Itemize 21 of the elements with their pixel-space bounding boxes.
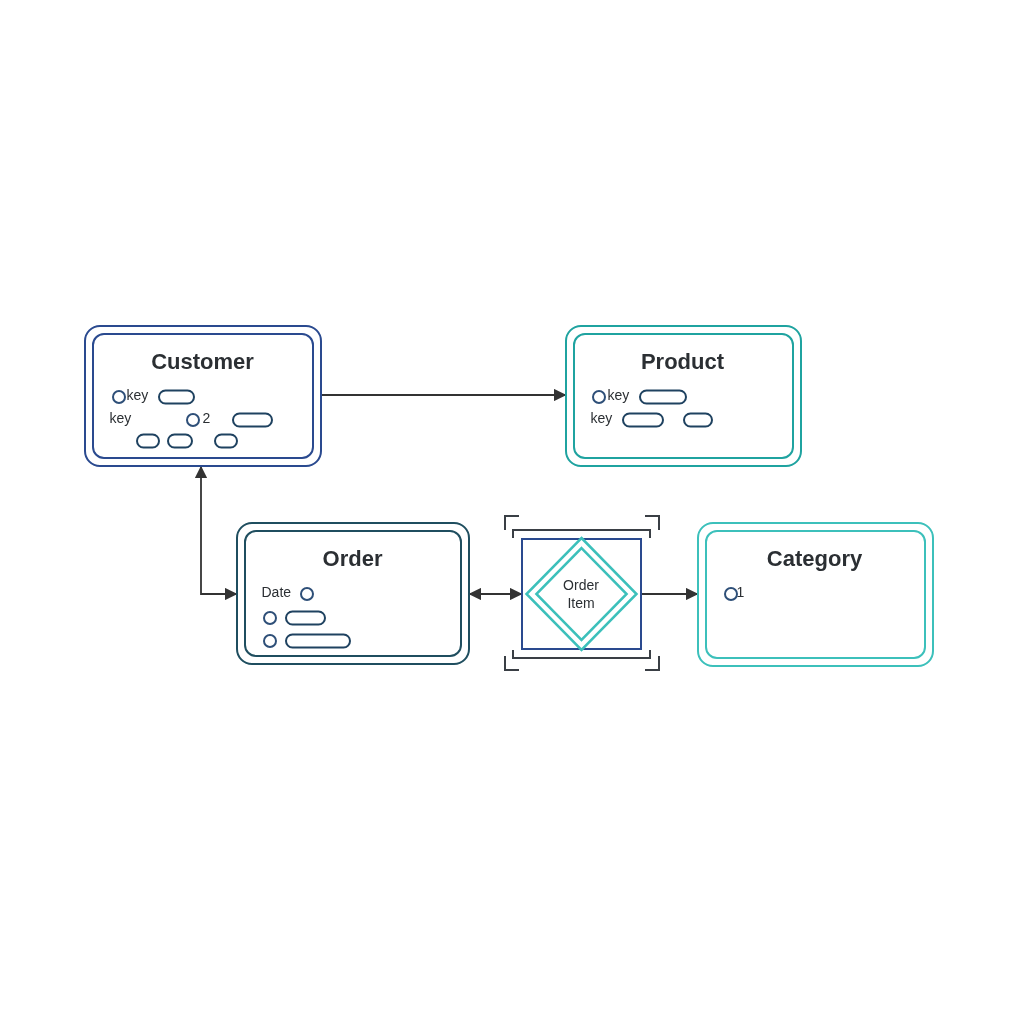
- attribute-label: key: [109, 410, 132, 425]
- attribute-label: 2: [202, 410, 211, 425]
- attribute-label: key: [126, 387, 149, 402]
- entity-title: Product: [640, 350, 725, 373]
- entity-title: Category: [766, 547, 863, 570]
- connector-arrow: [468, 587, 523, 601]
- entity-title: Order: [322, 547, 383, 570]
- attribute-label: Date: [261, 584, 292, 599]
- connector-arrow: [641, 587, 699, 601]
- attribute-label: key: [590, 410, 613, 425]
- connector-arrow: [321, 388, 567, 402]
- relationship-label: Order Item: [562, 577, 600, 612]
- entity-box: [697, 522, 934, 667]
- connector-arrow: [194, 465, 238, 601]
- entity-box: [236, 522, 470, 665]
- attribute-label: key: [607, 387, 630, 402]
- entity-box: [565, 325, 802, 467]
- entity-box: [84, 325, 322, 467]
- entity-title: Customer: [151, 350, 254, 373]
- attribute-label: 1: [736, 584, 745, 599]
- relationship-box: [521, 538, 642, 650]
